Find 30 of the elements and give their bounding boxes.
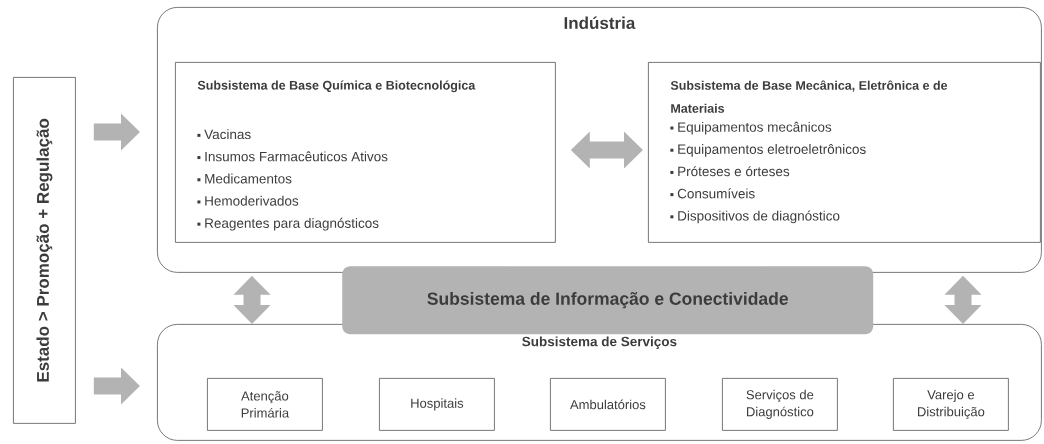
subsystem-box [175, 62, 556, 243]
list-item: Equipamentos eletroeletrônicos [670, 144, 866, 157]
list-item: Dispositivos de diagnóstico [670, 210, 840, 224]
service-box [550, 378, 666, 431]
list-item: Insumos Farmacêuticos Ativos [197, 151, 388, 162]
label: Varejo e Distribuição [918, 389, 985, 419]
label: Hospitais [411, 398, 464, 411]
list-item: Hemoderivados [197, 195, 299, 206]
heading: Subsistema de Base Química e Biotecnológica [197, 80, 476, 93]
list-item: Medicamentos [197, 173, 292, 184]
service-box [893, 378, 1009, 431]
heading: Subsistema de Base Mecânica, Eletrônica e de Materiais [670, 80, 948, 113]
list-item: Reagentes para diagnósticos [197, 217, 379, 231]
heading: Indústria [564, 16, 636, 30]
list-item: Vacinas [197, 129, 251, 140]
list-item: Equipamentos mecânicos [670, 121, 832, 135]
subsystem-box [648, 62, 1041, 243]
heading: Subsistema de Serviços [522, 336, 677, 349]
list-item: Próteses e órteses [670, 166, 790, 177]
label: Serviços de Diagnóstico [746, 389, 814, 419]
service-box [207, 378, 323, 431]
banner-box [342, 266, 874, 335]
actor-box [13, 77, 76, 424]
list-item: Consumíveis [670, 188, 755, 199]
label: Subsistema de Informação e Conectividade [427, 292, 788, 309]
service-box [722, 378, 838, 431]
label: Estado > Promoção + Regulação [36, 118, 53, 382]
service-box [379, 378, 495, 431]
label: Ambulatórios [570, 399, 646, 410]
label: Atenção Primária [241, 391, 290, 418]
